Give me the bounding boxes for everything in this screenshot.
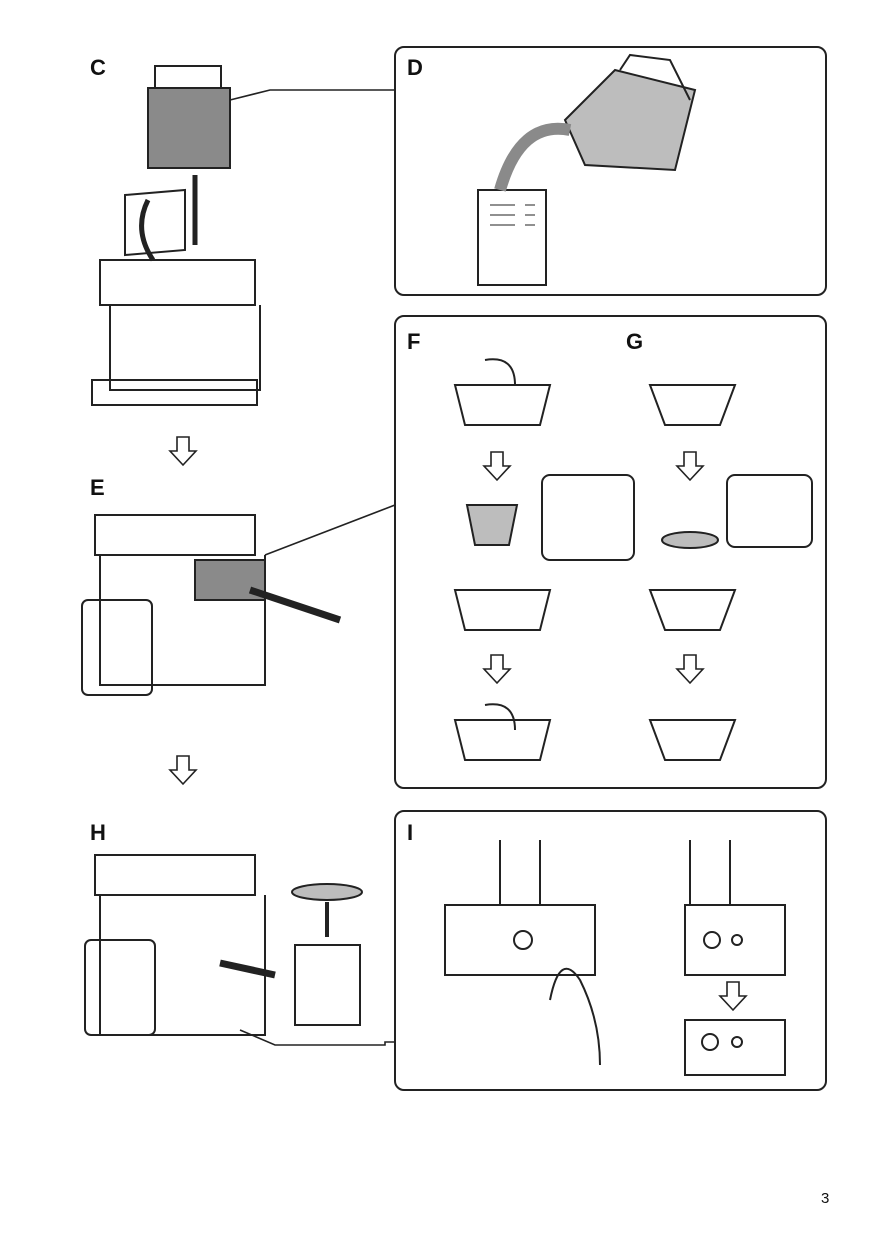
power-button-illustration [444, 840, 786, 1076]
step-label-i: I [407, 820, 414, 845]
step-label-c: C [90, 55, 106, 80]
panel-d [394, 46, 827, 296]
page-number: 3 [821, 1190, 830, 1207]
step-label-e: E [90, 475, 105, 500]
step-label-d: D [407, 55, 423, 80]
step-label-f: F [407, 329, 421, 354]
step-label-h: H [90, 820, 106, 845]
down-arrow-icon [169, 436, 197, 466]
water-fill-illustration [477, 53, 697, 286]
step-label-g: G [626, 329, 644, 354]
down-arrow-icon [169, 755, 197, 785]
machine-tank-removal-illustration [91, 65, 395, 406]
panel-f-g [394, 315, 827, 789]
filter-basket-illustration [453, 358, 813, 761]
panel-i [394, 810, 827, 1091]
machine-mug-placement-illustration [84, 854, 395, 1046]
machine-drawer-removal-illustration [81, 504, 396, 696]
